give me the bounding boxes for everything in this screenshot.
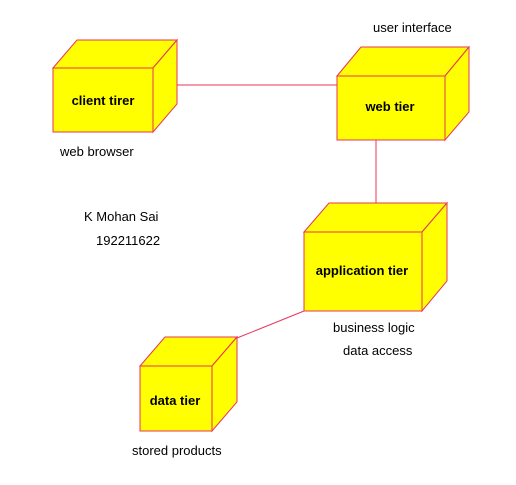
node-application-tier[interactable]: application tier [302,201,449,313]
node-application-tier-front [303,231,423,312]
node-data-tier-caption: stored products [132,443,222,458]
node-application-tier-caption-line1: business logic [333,320,415,335]
node-web-tier-label: web tier [364,99,414,114]
connector-application-data [236,310,305,339]
node-data-tier[interactable]: data tier [138,335,239,433]
node-client-tier[interactable]: client tirer [51,38,179,134]
author-name: K Mohan Sai [84,209,159,224]
node-application-tier-label: application tier [316,263,408,278]
node-data-tier-front [139,365,213,432]
node-client-tier-caption: web browser [59,144,134,159]
node-web-tier[interactable]: web tier [335,45,471,142]
author-id: 192211622 [96,233,160,248]
node-data-tier-label: data tier [150,393,201,408]
node-web-tier-caption: user interface [373,20,452,35]
node-client-tier-front [52,67,154,133]
node-client-tier-label: client tirer [72,93,135,108]
node-web-tier-front [336,75,446,141]
node-application-tier-caption-line2: data access [343,343,413,358]
